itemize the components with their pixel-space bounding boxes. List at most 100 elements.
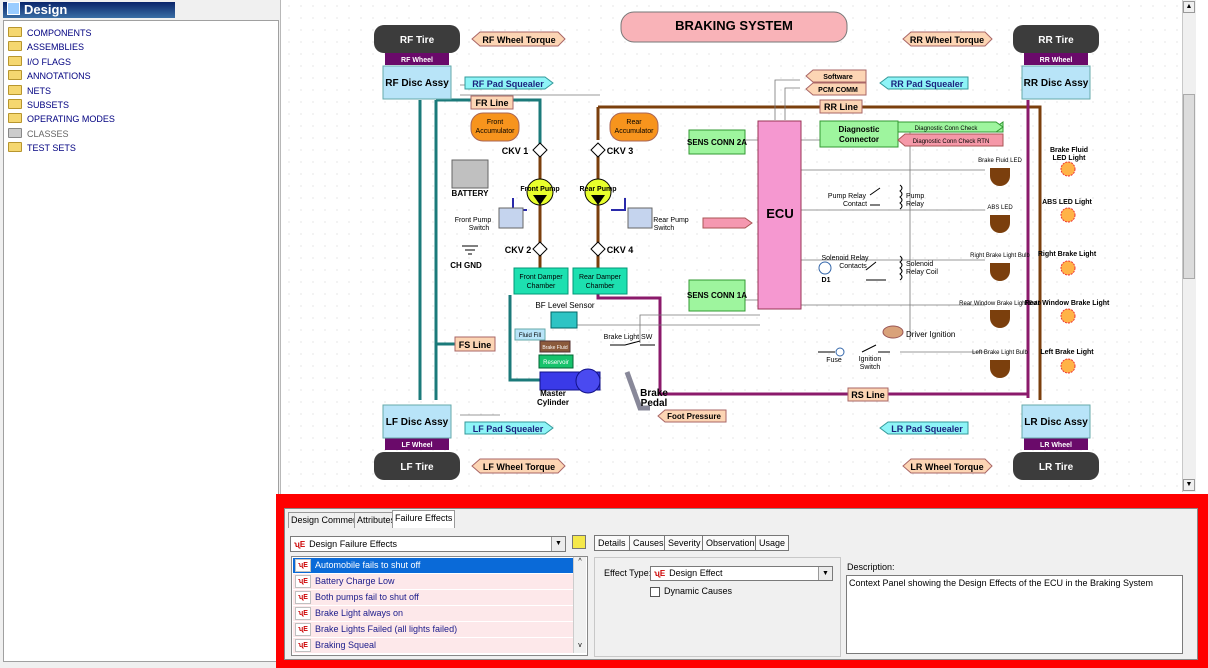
lr-wheel[interactable]: LR Wheel (1024, 438, 1088, 450)
scroll-up-icon[interactable]: ^ (574, 557, 586, 569)
ckv-4[interactable]: CKV 4 (590, 241, 633, 257)
rs-line-label[interactable]: RS Line (847, 387, 889, 402)
tree-item-annotations[interactable]: ANNOTATIONS (8, 69, 91, 83)
lf-tire[interactable]: LF Tire (374, 452, 460, 480)
ckv-3[interactable]: CKV 3 (590, 142, 633, 158)
rr-wheel-torque[interactable]: RR Wheel Torque (902, 31, 993, 47)
scroll-up-icon[interactable]: ▲ (1183, 1, 1195, 13)
scroll-thumb[interactable] (1183, 94, 1195, 279)
front-pump[interactable]: Front Pump (520, 178, 560, 206)
bf-level-sensor[interactable] (550, 311, 578, 329)
solenoid-relay-contacts[interactable] (865, 261, 886, 281)
driver-ignition[interactable]: Driver Ignition (882, 325, 955, 339)
rr-disc-assy[interactable]: RR Disc Assy (1021, 65, 1091, 100)
tree-item-subsets[interactable]: SUBSETS (8, 98, 69, 112)
right-brake-light[interactable]: Right Brake Light (1038, 251, 1097, 276)
sens-conn-2a[interactable]: SENS CONN 2A (687, 129, 747, 155)
lr-wheel-torque[interactable]: LR Wheel Torque (902, 458, 993, 474)
lr-pad-squealer[interactable]: LR Pad Squealer (879, 421, 969, 435)
effects-list-scrollbar[interactable]: ^ v (573, 557, 586, 653)
sens-conn-1a[interactable]: SENS CONN 1A (687, 279, 747, 312)
subtab-observation[interactable]: Observation (702, 535, 759, 551)
dynamic-causes-checkbox[interactable] (650, 587, 660, 597)
ecu[interactable]: ECU (757, 120, 802, 310)
ckv-1[interactable]: CKV 1 (502, 142, 548, 158)
rr-line-label[interactable]: RR Line (819, 99, 863, 114)
rr-pad-squealer[interactable]: RR Pad Squealer (879, 76, 969, 90)
tab-failure-effects[interactable]: Failure Effects (392, 510, 456, 528)
scroll-down-icon[interactable]: ▼ (1183, 479, 1195, 491)
ckv-2[interactable]: CKV 2 (505, 241, 548, 257)
left-brake-light[interactable]: Left Brake Light (1040, 349, 1094, 374)
lr-tire[interactable]: LR Tire (1013, 452, 1099, 480)
rf-pad-squealer[interactable]: RF Pad Squealer (464, 76, 554, 90)
diag-conn-check[interactable]: Diagnostic Conn Check (897, 121, 1004, 133)
ecu-input-flag[interactable] (702, 217, 753, 229)
rf-tire[interactable]: RF Tire (374, 25, 460, 53)
diag-conn-check-rtn[interactable]: Diagnostic Conn Check RTN (897, 133, 1004, 147)
tree-item-test-sets[interactable]: TEST SETS (8, 141, 76, 155)
rear-window-brake-light-bulb[interactable]: Rear Window Brake Light Bulb (959, 301, 1042, 328)
description-textarea[interactable]: Context Panel showing the Design Effects… (846, 575, 1183, 654)
tree-item-operating-modes[interactable]: OPERATING MODES (8, 112, 115, 126)
tree-item-components[interactable]: COMPONENTS (8, 26, 92, 40)
lf-wheel-torque[interactable]: LF Wheel Torque (471, 458, 566, 474)
tree-item-io-flags[interactable]: I/O FLAGS (8, 55, 71, 69)
solenoid-relay-coil[interactable] (899, 255, 903, 281)
fr-line-label[interactable]: FR Line (470, 95, 514, 110)
abs-led[interactable]: ABS LED (987, 205, 1013, 233)
subtab-details[interactable]: Details (594, 535, 630, 551)
chevron-down-icon[interactable]: ▼ (551, 537, 565, 551)
rear-pump[interactable]: Rear Pump (580, 178, 617, 206)
brake-fluid-led[interactable]: Brake Fluid LED (978, 158, 1023, 186)
scroll-down-icon[interactable]: v (574, 641, 586, 653)
fuse[interactable]: Fuse (818, 347, 845, 364)
rear-window-brake-light[interactable]: Rear Window Brake Light (1025, 300, 1110, 324)
foot-pressure[interactable]: Foot Pressure (657, 409, 727, 423)
lr-disc-assy[interactable]: LR Disc Assy (1021, 404, 1091, 439)
fs-line-label[interactable]: FS Line (454, 336, 496, 352)
pump-relay-contact[interactable] (869, 187, 881, 206)
reservoir[interactable]: Reservoir (538, 354, 574, 369)
software-flag[interactable]: Software (805, 69, 867, 83)
tree-item-assemblies[interactable]: ASSEMBLIES (8, 40, 84, 54)
tab-design-comment[interactable]: Design Comment (288, 512, 364, 528)
fluid-fill[interactable]: Fluid Fill (514, 328, 546, 341)
tree-item-classes[interactable]: CLASSES (8, 127, 69, 141)
lf-wheel[interactable]: LF Wheel (385, 438, 449, 450)
tree-item-nets[interactable]: NETS (8, 84, 51, 98)
rr-wheel[interactable]: RR Wheel (1024, 53, 1088, 65)
lf-disc-assy[interactable]: LF Disc Assy (382, 404, 452, 439)
rf-disc-assy[interactable]: RF Disc Assy (382, 65, 452, 100)
abs-led-light[interactable]: ABS LED Light (1042, 199, 1093, 223)
ch-gnd[interactable]: CH GND (450, 245, 482, 270)
diode-d1[interactable]: D1 (818, 261, 832, 284)
chevron-down-icon[interactable]: ▼ (818, 567, 832, 580)
rf-wheel-torque[interactable]: RF Wheel Torque (471, 31, 566, 47)
lf-pad-squealer[interactable]: LF Pad Squealer (464, 421, 554, 435)
left-brake-light-bulb[interactable]: Left Brake Light Bulb (972, 350, 1029, 378)
rf-wheel[interactable]: RF Wheel (385, 53, 449, 65)
subtab-usage[interactable]: Usage (755, 535, 790, 551)
brake-light-sw[interactable] (610, 340, 655, 346)
pump-relay-coil[interactable] (899, 184, 903, 210)
pcm-comm-flag[interactable]: PCM COMM (805, 82, 867, 96)
diagram-canvas[interactable]: BRAKING SYSTEM RF Tire RR Tire LF Tire L… (283, 0, 1182, 492)
brake-fluid-box[interactable]: Brake Fluid (539, 340, 571, 353)
